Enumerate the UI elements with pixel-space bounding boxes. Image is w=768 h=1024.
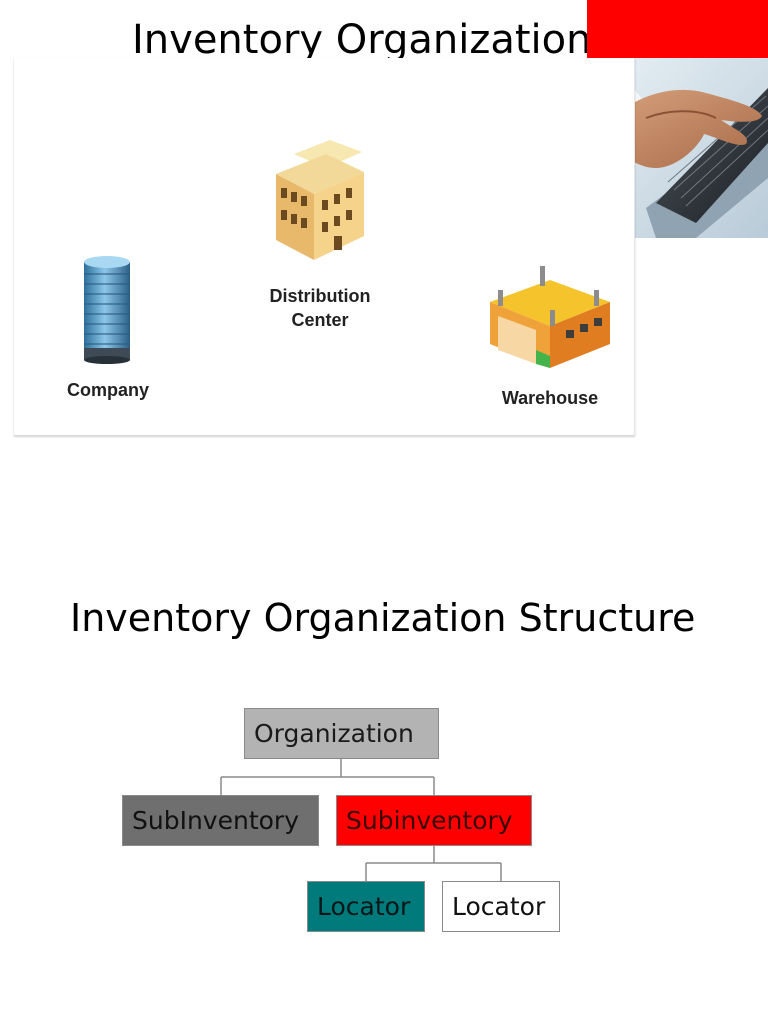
distribution-center-label-line-2: Center — [291, 310, 349, 330]
accent-bar — [587, 0, 768, 58]
slide-title: Inventory Organization — [132, 17, 592, 63]
distribution-center-label-line-1: Distribution — [269, 286, 371, 306]
slide-inventory-organization: Inventory Organization — [0, 0, 768, 510]
warehouse-label: Warehouse — [501, 388, 599, 408]
company-tower-icon — [84, 256, 130, 364]
slide-inventory-organization-structure: Inventory Organization Structure Organiz… — [0, 510, 768, 1024]
subinventory-node-grey: SubInventory — [122, 795, 319, 846]
distribution-center-building-icon — [276, 140, 364, 260]
distribution-center-label: Distribution Center — [250, 284, 390, 332]
subinventory-node-red: Subinventory — [336, 795, 532, 846]
distribution-center-node — [272, 132, 368, 268]
warehouse-node — [484, 264, 616, 376]
laptop-typing-photo — [586, 58, 768, 238]
company-label: Company — [66, 380, 149, 400]
entity-panel: Company Distribution Center — [14, 58, 635, 436]
slide-title: Inventory Organization Structure — [70, 596, 696, 640]
organization-node: Organization — [244, 708, 439, 759]
locator-node-white: Locator — [442, 881, 560, 932]
locator-node-teal: Locator — [307, 881, 425, 932]
company-node — [74, 254, 134, 370]
hierarchy-connectors — [220, 759, 502, 881]
warehouse-building-icon — [490, 266, 610, 368]
